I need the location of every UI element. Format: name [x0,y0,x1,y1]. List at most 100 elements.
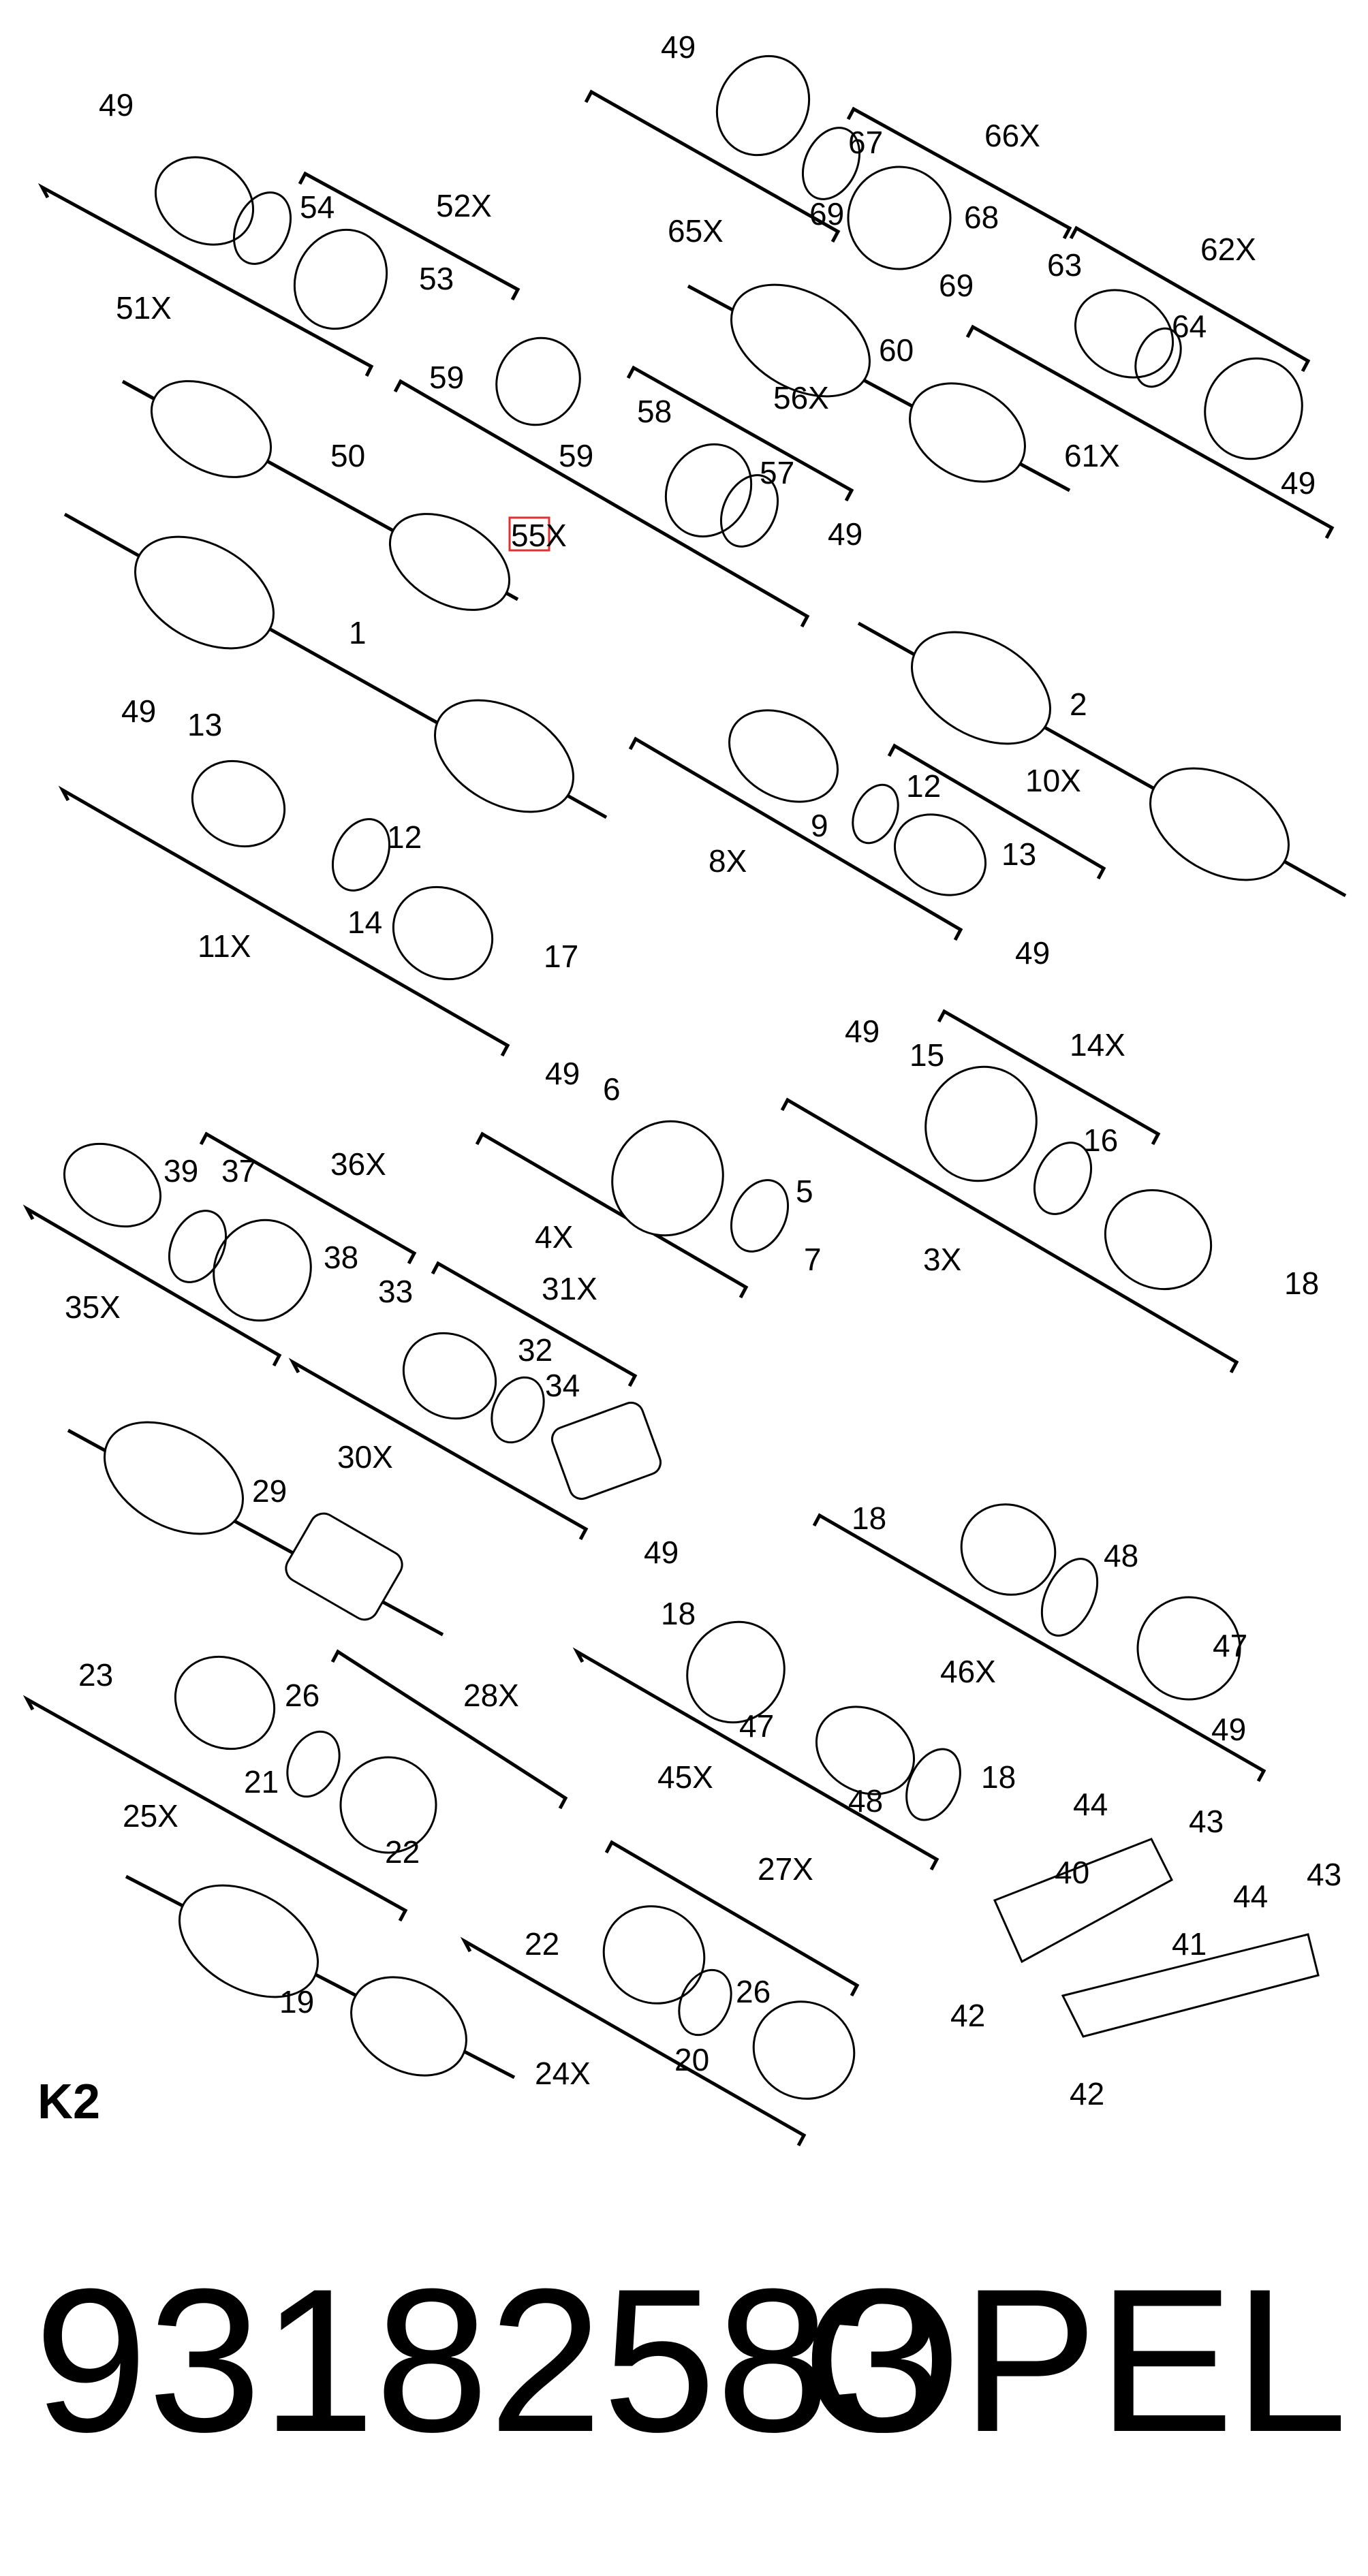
exploded-parts-diagram: 49 52X 54 53 51X 59 59 58 56X 57 55X 49 … [22,29,1347,2147]
part-label: 52X [436,188,492,223]
part-label: 32 [518,1332,553,1368]
part-label: 42 [950,1998,985,2033]
part-label: 60 [879,332,914,368]
part-label: 33 [378,1274,413,1309]
part-label: 49 [845,1014,880,1049]
part-label: 12 [906,768,941,804]
clamps-and-rings [168,127,1182,2037]
part-label: 24X [535,2056,591,2091]
assembly-brackets [22,89,1335,2147]
part-label: 15 [910,1037,944,1073]
part-label: 59 [429,360,464,395]
part-label: 19 [279,1984,314,2020]
part-label: 63 [1047,247,1082,283]
part-label: 43 [1189,1804,1224,1839]
part-label: 27X [758,1851,813,1887]
part-label: 49 [1281,465,1316,501]
part-label: 17 [544,939,578,974]
part-label: 26 [736,1974,771,2009]
highlight-box [508,516,550,552]
part-label: 14X [1070,1027,1125,1063]
part-label: 18 [981,1759,1016,1795]
part-label: 43 [1307,1857,1341,1892]
part-label: 49 [545,1056,580,1091]
part-label: 26 [285,1678,320,1713]
part-label: 25X [123,1798,178,1834]
part-label: 38 [324,1240,358,1275]
part-label: 48 [1104,1538,1138,1573]
part-label: 49 [1015,935,1050,971]
part-label: 48 [848,1783,883,1819]
part-label: 13 [187,707,222,742]
part-label: 18 [661,1596,696,1631]
cv-joint-boots [63,54,1320,2100]
part-label: 7 [804,1242,822,1277]
part-label: 21 [244,1764,279,1800]
part-label: 50 [330,438,365,473]
part-label: 9 [811,808,828,843]
part-label: 31X [542,1271,597,1306]
part-label: 11X [198,928,251,964]
part-label: 69 [939,268,974,303]
part-label: 66X [984,118,1040,153]
part-label: 44 [1233,1879,1268,1914]
part-label: 46X [940,1654,996,1689]
part-label: 5 [796,1174,813,1209]
part-label: 8X [709,843,747,879]
part-label: 53 [419,261,454,296]
part-label: 45X [657,1759,713,1795]
part-label: 39 [164,1153,198,1189]
part-labels: 49 52X 54 53 51X 59 59 58 56X 57 55X 49 … [65,29,1341,2111]
part-label: 41 [1172,1926,1207,1962]
part-label: 49 [644,1535,679,1570]
part-label: 34 [545,1368,580,1403]
part-label: 28X [463,1678,519,1713]
part-label: 18 [1284,1266,1319,1301]
part-label: 10X [1025,763,1081,798]
part-label: 54 [300,189,335,225]
part-label: 30X [337,1439,393,1475]
part-label: 42 [1070,2076,1104,2111]
part-label: 37 [221,1153,256,1189]
part-label: 20 [674,2042,709,2077]
part-label: 55X [511,518,567,553]
part-label: 35X [65,1289,121,1325]
part-label: 22 [525,1926,559,1962]
part-label: 49 [661,29,696,65]
part-label: 6 [603,1071,621,1107]
part-label: 61X [1064,438,1120,473]
part-label: 2 [1070,687,1087,722]
part-label: 12 [387,819,422,855]
part-label: 69 [809,196,844,232]
part-label: 49 [828,516,862,552]
part-label: 3X [923,1242,961,1277]
part-label: 18 [852,1501,886,1536]
part-label: 67 [848,125,883,160]
part-label: 4X [535,1219,573,1255]
part-label: 62X [1200,232,1256,267]
part-label: 22 [385,1834,420,1870]
part-label: 65X [668,213,724,249]
part-label: 47 [739,1708,774,1744]
part-number: 93182583 [34,2246,944,2475]
part-label: 1 [349,615,367,650]
part-label: 49 [1211,1712,1246,1747]
part-label: 40 [1055,1855,1089,1890]
part-label: 44 [1073,1787,1108,1822]
part-label: 13 [1001,836,1036,872]
brand-name: OPEL [802,2246,1348,2475]
part-label: 36X [330,1146,386,1182]
part-label: 14 [347,905,382,940]
part-label: 57 [760,455,794,490]
part-label: 68 [964,200,999,235]
part-label: 29 [252,1473,287,1509]
part-label: 58 [637,394,672,429]
part-label: 51X [116,290,172,326]
part-label: 59 [559,438,593,473]
part-label: 49 [121,693,156,729]
section-tag: K2 [37,2075,101,2129]
part-label: 49 [99,87,134,123]
part-label: 16 [1083,1122,1118,1158]
part-label: 23 [78,1657,113,1693]
part-label: 64 [1172,309,1207,344]
